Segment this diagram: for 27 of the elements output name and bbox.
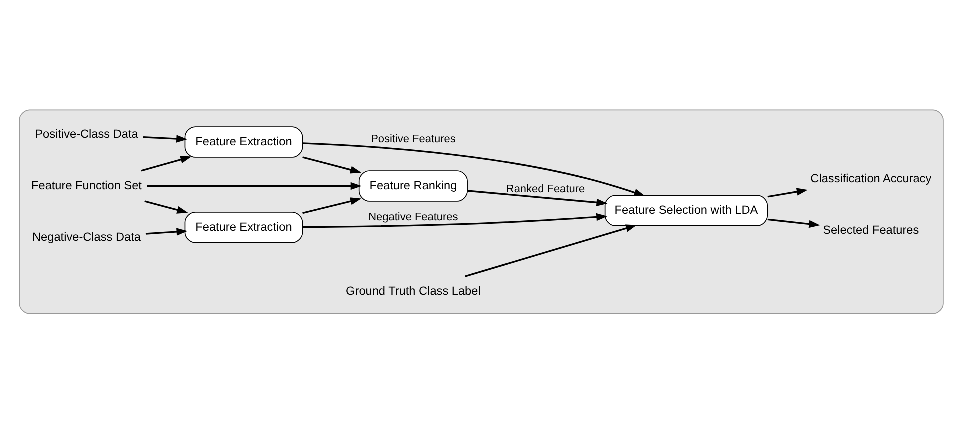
arrow	[302, 142, 645, 196]
cluster	[18, 109, 944, 314]
arrow	[146, 182, 362, 190]
arrow	[140, 156, 192, 172]
arrow	[302, 156, 362, 174]
node-text: Feature Function Set	[31, 178, 142, 192]
arrow	[145, 228, 188, 236]
edge-label: Positive Features	[370, 133, 456, 146]
node-box: Feature Selection with LDA	[604, 194, 768, 226]
arrow	[767, 188, 808, 198]
edge-label: Negative Features	[368, 210, 458, 223]
arrow	[144, 200, 188, 214]
node-text: Selected Features	[822, 222, 919, 237]
arrow	[464, 224, 637, 277]
arrow	[302, 212, 608, 228]
node-box: Feature Extraction	[184, 212, 303, 243]
arrow	[767, 218, 820, 228]
node-text: Negative-Class Data	[32, 229, 140, 244]
node-box: Feature Extraction	[184, 126, 303, 158]
arrow	[142, 134, 188, 142]
arrow	[467, 190, 608, 206]
node-text: Ground Truth Class Label	[346, 284, 480, 298]
node-box: Feature Ranking	[358, 170, 468, 202]
node-text: Positive-Class Data	[34, 126, 138, 140]
arrow	[302, 197, 362, 214]
node-text: Classification Accuracy	[810, 171, 932, 186]
edge-label: Ranked Feature	[506, 182, 585, 195]
